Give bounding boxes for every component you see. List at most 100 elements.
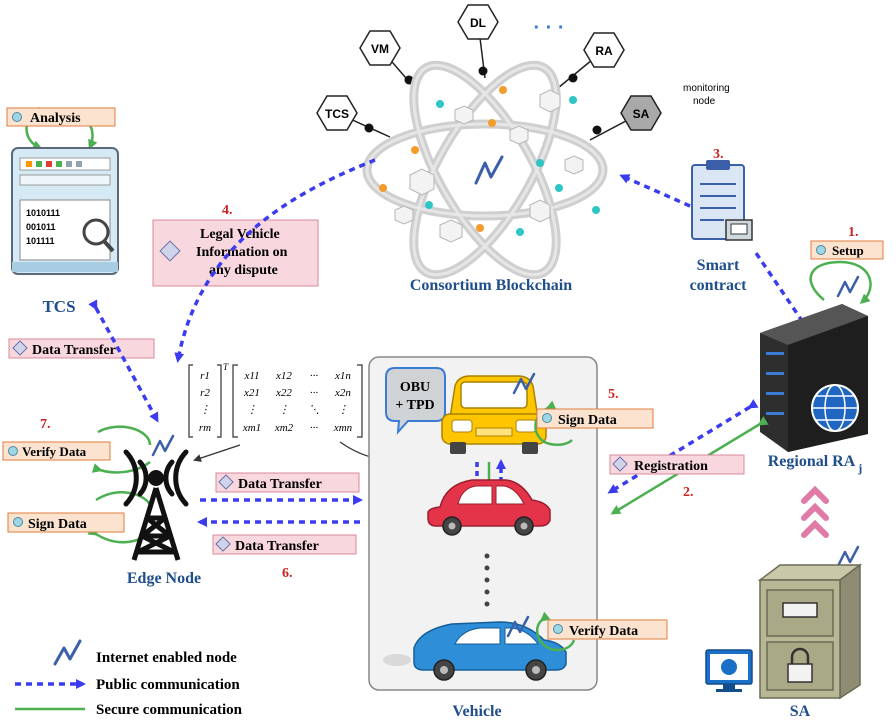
yellow-car[interactable] (441, 375, 547, 454)
svg-text:⋮: ⋮ (200, 404, 211, 416)
svg-text:r1: r1 (200, 370, 210, 382)
legend-internet: Internet enabled node (96, 650, 237, 666)
internet-node-icon (151, 434, 175, 457)
monitoring-node-label: monitoring (683, 83, 730, 94)
svg-text:···: ··· (310, 370, 319, 382)
step-6-label: 6. (282, 566, 293, 581)
svg-text:x22: x22 (275, 387, 292, 399)
legend-secure: Secure communication (96, 702, 243, 718)
tcs-server[interactable]: Analysis 1010111 001011 101111 TCS (6, 106, 119, 316)
obu-tpd-bubble: OBU + TPD (385, 367, 446, 435)
tcs-label: TCS (42, 297, 75, 316)
contract-blockchain-link (619, 174, 691, 208)
tcs-screen-line-2: 001011 (26, 222, 56, 232)
svg-text:any dispute: any dispute (209, 263, 278, 278)
step-7-label: 7. (40, 417, 51, 432)
internet-node-icon (506, 615, 530, 638)
step-2-label: 2. (683, 485, 694, 500)
internet-node-icon (512, 372, 536, 395)
svg-text:x11: x11 (243, 370, 259, 382)
svg-text:T: T (223, 362, 229, 372)
blockchain-node-sa[interactable]: SA (620, 95, 662, 131)
vehicle-verify-data-tag: Verify Data (547, 619, 668, 640)
svg-text:Analysis: Analysis (30, 111, 81, 126)
analysis-tag: Analysis (6, 107, 116, 127)
svg-text:+ TPD: + TPD (395, 398, 434, 413)
svg-text:Information on: Information on (196, 245, 288, 260)
blockchain-node-ra[interactable]: RA (583, 32, 625, 68)
svg-text:Registration: Registration (634, 459, 708, 474)
smart-contract-label-2: contract (690, 277, 748, 294)
data-matrix: T r1 r2 ⋮ rm x11 x12 ··· x1n x21 x22 ···… (188, 362, 363, 438)
internet-node-icon (474, 155, 504, 185)
svg-text:x2n: x2n (334, 387, 351, 399)
svg-text:Data Transfer: Data Transfer (235, 539, 319, 554)
svg-text:xmn: xmn (333, 422, 353, 434)
svg-text:Verify Data: Verify Data (22, 444, 87, 459)
legal-vehicle-info-tag: Legal Vehicle Information on any dispute (152, 219, 319, 287)
tcs-data-transfer-tag: Data Transfer (8, 338, 155, 359)
tcs-edge-link (88, 299, 159, 423)
svg-text:Data Transfer: Data Transfer (238, 477, 322, 492)
sign-data-tag: Sign Data (7, 512, 125, 533)
svg-text:···: ··· (310, 422, 319, 434)
vehicle-sign-data-tag: Sign Data (536, 408, 654, 429)
more-nodes-ellipsis: · · · (533, 17, 564, 39)
tcs-screen-line-3: 101111 (26, 236, 55, 246)
sa-cabinet[interactable]: SA (705, 472, 863, 720)
edge-data-transfer-tag-2: Data Transfer (212, 534, 357, 555)
svg-text:Data Transfer: Data Transfer (32, 343, 116, 358)
svg-text:⋮: ⋮ (279, 404, 290, 416)
step-1-label: 1. (848, 225, 859, 240)
svg-text:⋱: ⋱ (309, 404, 320, 416)
sa-label: SA (790, 703, 811, 720)
globe-icon (811, 384, 859, 432)
registration-tag: Registration (609, 454, 745, 475)
matrix-edge-link (193, 444, 241, 462)
tcs-screen-line-1: 1010111 (26, 208, 60, 218)
blockchain-node-vm[interactable]: VM (359, 30, 401, 66)
step-4-label: 4. (222, 203, 233, 218)
svg-text:xm2: xm2 (274, 422, 294, 434)
vehicle-label: Vehicle (452, 703, 501, 720)
blockchain-node-label: TCS (325, 107, 349, 121)
svg-text:···: ··· (310, 387, 319, 399)
edge-node-label: Edge Node (127, 570, 201, 587)
blockchain-edge-link (174, 158, 376, 363)
blue-car[interactable] (383, 621, 567, 681)
svg-text:rm: rm (199, 422, 211, 434)
monitor-icon (705, 649, 753, 692)
blockchain-node-label: DL (470, 16, 486, 30)
svg-text:xm1: xm1 (242, 422, 261, 434)
vehicle-group: OBU + TPD 5. Sign Data (368, 356, 668, 720)
svg-text:⋮: ⋮ (338, 404, 349, 416)
setup-tag: Setup (810, 240, 884, 260)
internet-node-icon (836, 545, 860, 568)
svg-text:x1n: x1n (334, 370, 351, 382)
svg-text:Setup: Setup (832, 243, 864, 258)
blockchain-node-label: SA (633, 107, 650, 121)
step-3-label: 3. (713, 147, 724, 162)
blockchain-node-dl[interactable]: DL (457, 4, 499, 40)
svg-text:x12: x12 (275, 370, 292, 382)
smart-contract[interactable]: Smart contract (690, 160, 753, 294)
blockchain-node-tcs[interactable]: TCS (316, 95, 358, 131)
legend-public: Public communication (96, 677, 240, 693)
lock-icon (787, 647, 813, 683)
red-car[interactable] (427, 479, 551, 536)
edge-node-tower[interactable]: 7. Verify Data Sign Data Edge No (2, 417, 201, 587)
svg-text:x21: x21 (243, 387, 260, 399)
svg-text:Sign Data: Sign Data (558, 413, 617, 428)
svg-text:⋮: ⋮ (247, 404, 258, 416)
ra-contract-link (752, 249, 817, 341)
svg-text:Legal Vehicle: Legal Vehicle (200, 227, 280, 242)
blockchain-node-label: RA (595, 44, 613, 58)
legend: Internet enabled node Public communicati… (15, 639, 243, 718)
svg-text:OBU: OBU (400, 380, 430, 395)
step-5-label: 5. (608, 387, 619, 402)
svg-text:r2: r2 (200, 387, 210, 399)
magnifier-icon (82, 218, 115, 253)
